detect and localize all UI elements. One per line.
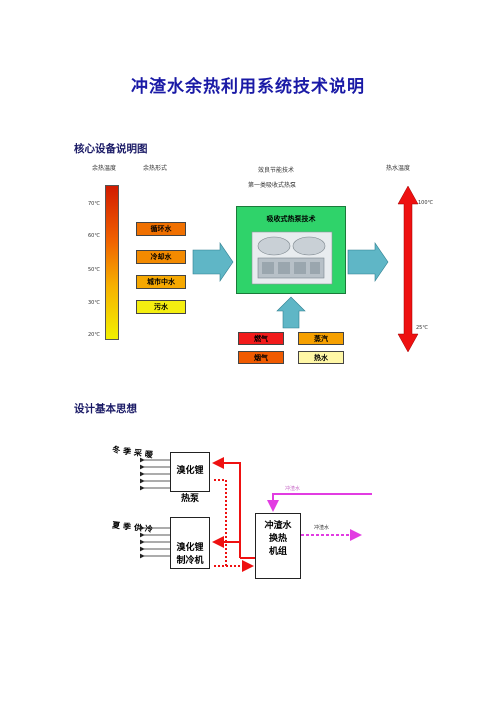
heating-output-arrows — [140, 457, 170, 491]
drive-steam: 蒸汽 — [298, 332, 344, 345]
tick-30: 30℃ — [88, 300, 100, 306]
libr-chiller-line1: 溴化锂 — [176, 543, 204, 553]
libr-heat-pump-line2: 热泵 — [180, 494, 199, 504]
input-arrow — [192, 242, 234, 282]
section-heading-design-idea: 设计基本思想 — [74, 403, 137, 415]
tech-note-1: 效良节能技术 — [258, 167, 295, 174]
hot-water-temp-header: 热水温度 — [386, 165, 411, 172]
waste-form-header: 余热形式 — [143, 165, 168, 172]
drive-flue-gas: 烟气 — [238, 351, 284, 364]
red-supply-pipe — [212, 457, 255, 559]
cooling-output-arrows — [140, 525, 170, 559]
form-sewage: 污水 — [136, 300, 186, 314]
libr-heat-pump-block: 溴化锂 — [170, 452, 210, 492]
waste-temp-header: 余热温度 — [92, 165, 117, 172]
form-circulating-water: 循环水 — [136, 222, 186, 236]
drive-input-arrow — [276, 296, 306, 329]
libr-chiller-block: 溴化锂 制冷机 — [170, 517, 210, 569]
hot-water-temperature-arrow — [397, 185, 419, 353]
form-city-reclaimed-water: 城市中水 — [136, 275, 186, 289]
heat-pump-machine-image — [251, 231, 333, 285]
slag-water-exchanger-block: 冲渣水 换热 机组 — [255, 513, 301, 579]
output-arrow — [347, 242, 389, 282]
waste-temperature-bar — [105, 185, 119, 340]
libr-chiller-line2: 制冷机 — [176, 556, 204, 566]
exchanger-line1: 冲渣水 — [264, 521, 292, 531]
section-heading-core-equipment: 核心设备说明图 — [74, 143, 148, 155]
tick-50: 50℃ — [88, 267, 100, 273]
exchanger-line3: 机组 — [268, 547, 287, 557]
tick-60: 60℃ — [88, 233, 100, 239]
slag-water-out-label: 冲渣水 — [314, 525, 330, 531]
slag-water-in-label: 冲渣水 — [285, 486, 301, 492]
heat-pump-title: 吸收式热泵技术 — [266, 215, 316, 223]
tick-70: 70℃ — [88, 201, 100, 207]
libr-heat-pump-line1: 溴化锂 — [176, 466, 204, 476]
exchanger-line2: 换热 — [268, 534, 287, 544]
form-cooling-water: 冷却水 — [136, 250, 186, 264]
tick-100: 100℃ — [418, 200, 434, 206]
drive-gas: 燃气 — [238, 332, 284, 345]
slag-water-pipe — [267, 493, 372, 512]
tick-25: 25℃ — [416, 325, 428, 331]
page-title: 冲渣水余热利用系统技术说明 — [131, 77, 365, 97]
red-return-pipe — [214, 479, 254, 572]
drive-hot-water: 热水 — [298, 351, 344, 364]
tech-note-2: 第一类吸收式热泵 — [248, 182, 297, 189]
tick-20: 20℃ — [88, 332, 100, 338]
